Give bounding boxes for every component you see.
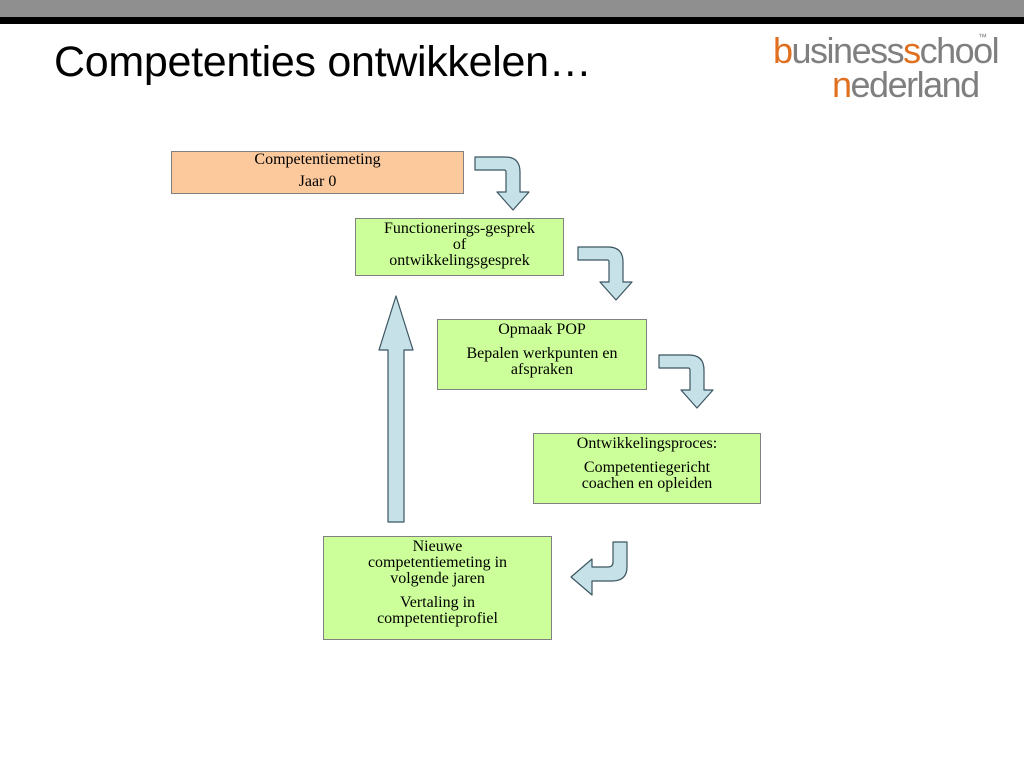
curved-arrow-2-icon bbox=[577, 246, 633, 301]
businessschool-nederland-logo: businessschool nederland ™ bbox=[770, 30, 1000, 105]
curved-arrow-4-icon bbox=[570, 541, 628, 596]
box1-line-1: Competentiemeting bbox=[254, 151, 381, 168]
box-functioneringsgesprek: Functionerings-gesprek of ontwikkelingsg… bbox=[355, 218, 564, 276]
box3-line-3: afspraken bbox=[510, 361, 574, 378]
box5-line-2: competentiemeting in bbox=[367, 554, 508, 571]
curved-arrow-3-icon bbox=[658, 354, 714, 409]
box2-line-1: Functionerings-gesprek bbox=[383, 220, 536, 237]
box4-line-1: Ontwikkelingsproces: bbox=[576, 435, 718, 452]
box4-line-3: coachen en opleiden bbox=[581, 475, 713, 492]
box3-line-2: Bepalen werkpunten en bbox=[466, 345, 618, 362]
box5-line-4: Vertaling in bbox=[399, 594, 476, 611]
box-opmaak-pop: Opmaak POP Bepalen werkpunten en afsprak… bbox=[437, 319, 647, 390]
logo-text-usiness: usiness bbox=[791, 30, 905, 71]
curved-arrow-1-icon bbox=[474, 156, 530, 211]
trademark-mark: ™ bbox=[978, 32, 987, 42]
logo-text-ederland: ederland bbox=[850, 64, 981, 105]
up-arrow-icon bbox=[378, 295, 414, 523]
box-ontwikkelingsproces: Ontwikkelingsproces: Competentiegericht … bbox=[533, 433, 761, 504]
box5-line-1: Nieuwe bbox=[412, 538, 463, 555]
logo-accent-s: s bbox=[903, 30, 921, 71]
top-black-rule bbox=[0, 17, 1024, 24]
top-gray-band bbox=[0, 0, 1024, 17]
box-nieuwe-competentiemeting: Nieuwe competentiemeting in volgende jar… bbox=[323, 536, 552, 640]
box2-line-2: of bbox=[452, 236, 467, 253]
slide-title: Competenties ontwikkelen… bbox=[54, 38, 592, 86]
box3-line-1: Opmaak POP bbox=[498, 321, 586, 338]
logo-text-chool: chool bbox=[919, 30, 1000, 71]
logo-accent-b: b bbox=[773, 30, 793, 71]
box-competentiemeting-jaar-0: Competentiemeting Jaar 0 bbox=[171, 151, 464, 194]
box5-line-3: volgende jaren bbox=[390, 570, 485, 587]
box2-line-3: ontwikkelingsgesprek bbox=[389, 252, 530, 269]
logo-accent-n: n bbox=[832, 64, 852, 105]
logo-line-1: businessschool bbox=[773, 30, 1000, 71]
box1-line-2: Jaar 0 bbox=[298, 173, 337, 190]
box5-line-5: competentieprofiel bbox=[377, 610, 498, 627]
logo-line-2: nederland bbox=[832, 64, 981, 105]
box4-line-2: Competentiegericht bbox=[583, 459, 711, 476]
